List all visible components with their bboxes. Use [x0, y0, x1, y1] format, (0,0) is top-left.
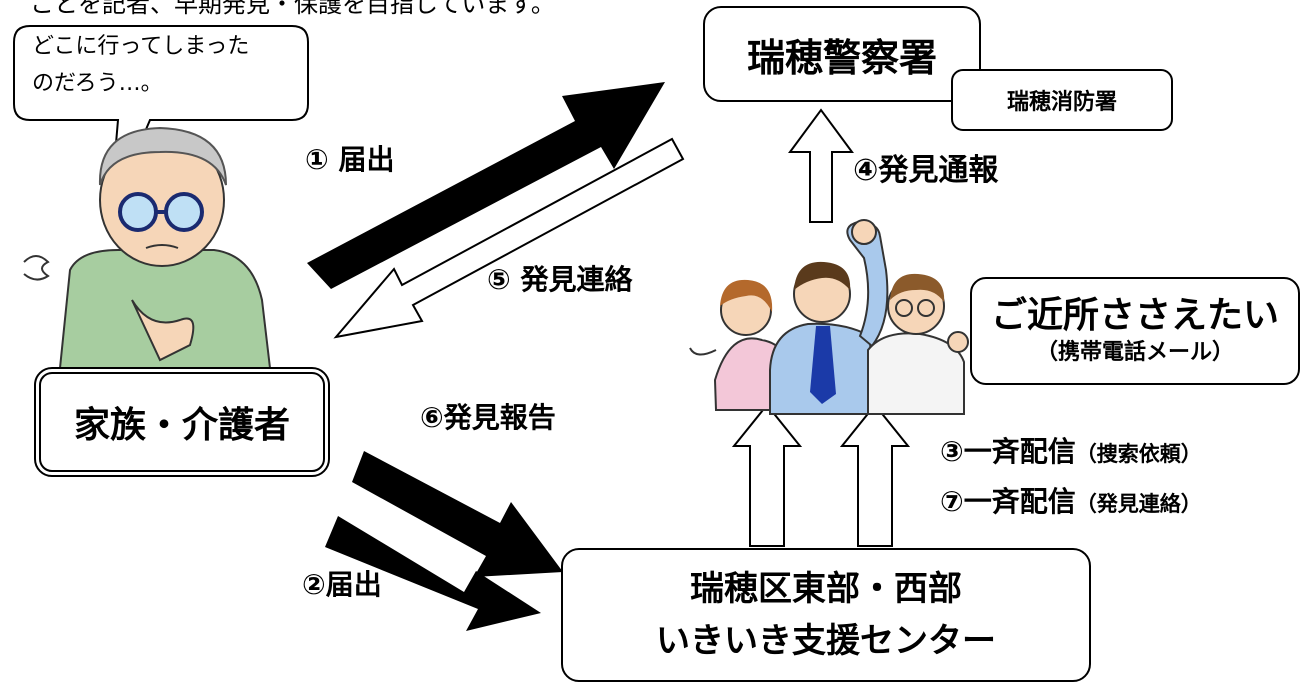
label-found-report: ⑥発見報告 [420, 401, 556, 434]
worried-elderly-person-illustration [23, 126, 272, 369]
fire-station-box: 瑞穂消防署 [951, 69, 1173, 131]
arrow-report-police [307, 82, 665, 289]
family-caregiver-box: 家族・介護者 [34, 367, 330, 477]
broadcast-found-main: ⑦一斉配信 [940, 485, 1076, 518]
broadcast-search-main: ③一斉配信 [940, 435, 1076, 468]
arrow-found-report [352, 451, 563, 577]
arrow-found-contact [333, 137, 685, 339]
arrow-report-center [325, 516, 541, 631]
cheering-neighbors-illustration [689, 219, 969, 415]
label-found-contact: ⑤ 発見連絡 [487, 263, 633, 296]
intro-text: ことを記者、早期発見・保護を目指しています。 [30, 0, 555, 18]
neighborhood-support-subtitle: （携帯電話メール） [1035, 340, 1234, 365]
broadcast-found-detail: （発見連絡） [1075, 492, 1202, 516]
label-report-police: ① 届出 [305, 143, 395, 176]
label-broadcast-search: ③一斉配信（捜索依頼） [940, 430, 1202, 470]
label-found-notify: ④発見通報 [853, 153, 999, 188]
support-center-line1: 瑞穂区東部・西部 [690, 569, 962, 609]
label-report-center: ②届出 [302, 568, 382, 601]
label-broadcast-found: ⑦一斉配信（発見連絡） [940, 480, 1202, 520]
speech-bubble-line2: のだろう…。 [32, 71, 163, 96]
neighborhood-support-title: ご近所ささえたい [990, 295, 1279, 336]
support-center-line2: いきいき支援センター [656, 621, 996, 661]
speech-bubble-line1: どこに行ってしまった [32, 34, 250, 59]
speech-bubble-text: どこに行ってしまった のだろう…。 [32, 28, 302, 102]
support-center-box: 瑞穂区東部・西部 いきいき支援センター [561, 548, 1091, 682]
arrow-found-notify [788, 108, 854, 223]
broadcast-search-detail: （捜索依頼） [1075, 442, 1202, 466]
arrow-broadcast-found [839, 403, 911, 547]
neighborhood-support-box: ご近所ささえたい （携帯電話メール） [970, 277, 1300, 385]
police-station-box: 瑞穂警察署 [703, 6, 981, 102]
arrow-broadcast-search [731, 403, 803, 547]
